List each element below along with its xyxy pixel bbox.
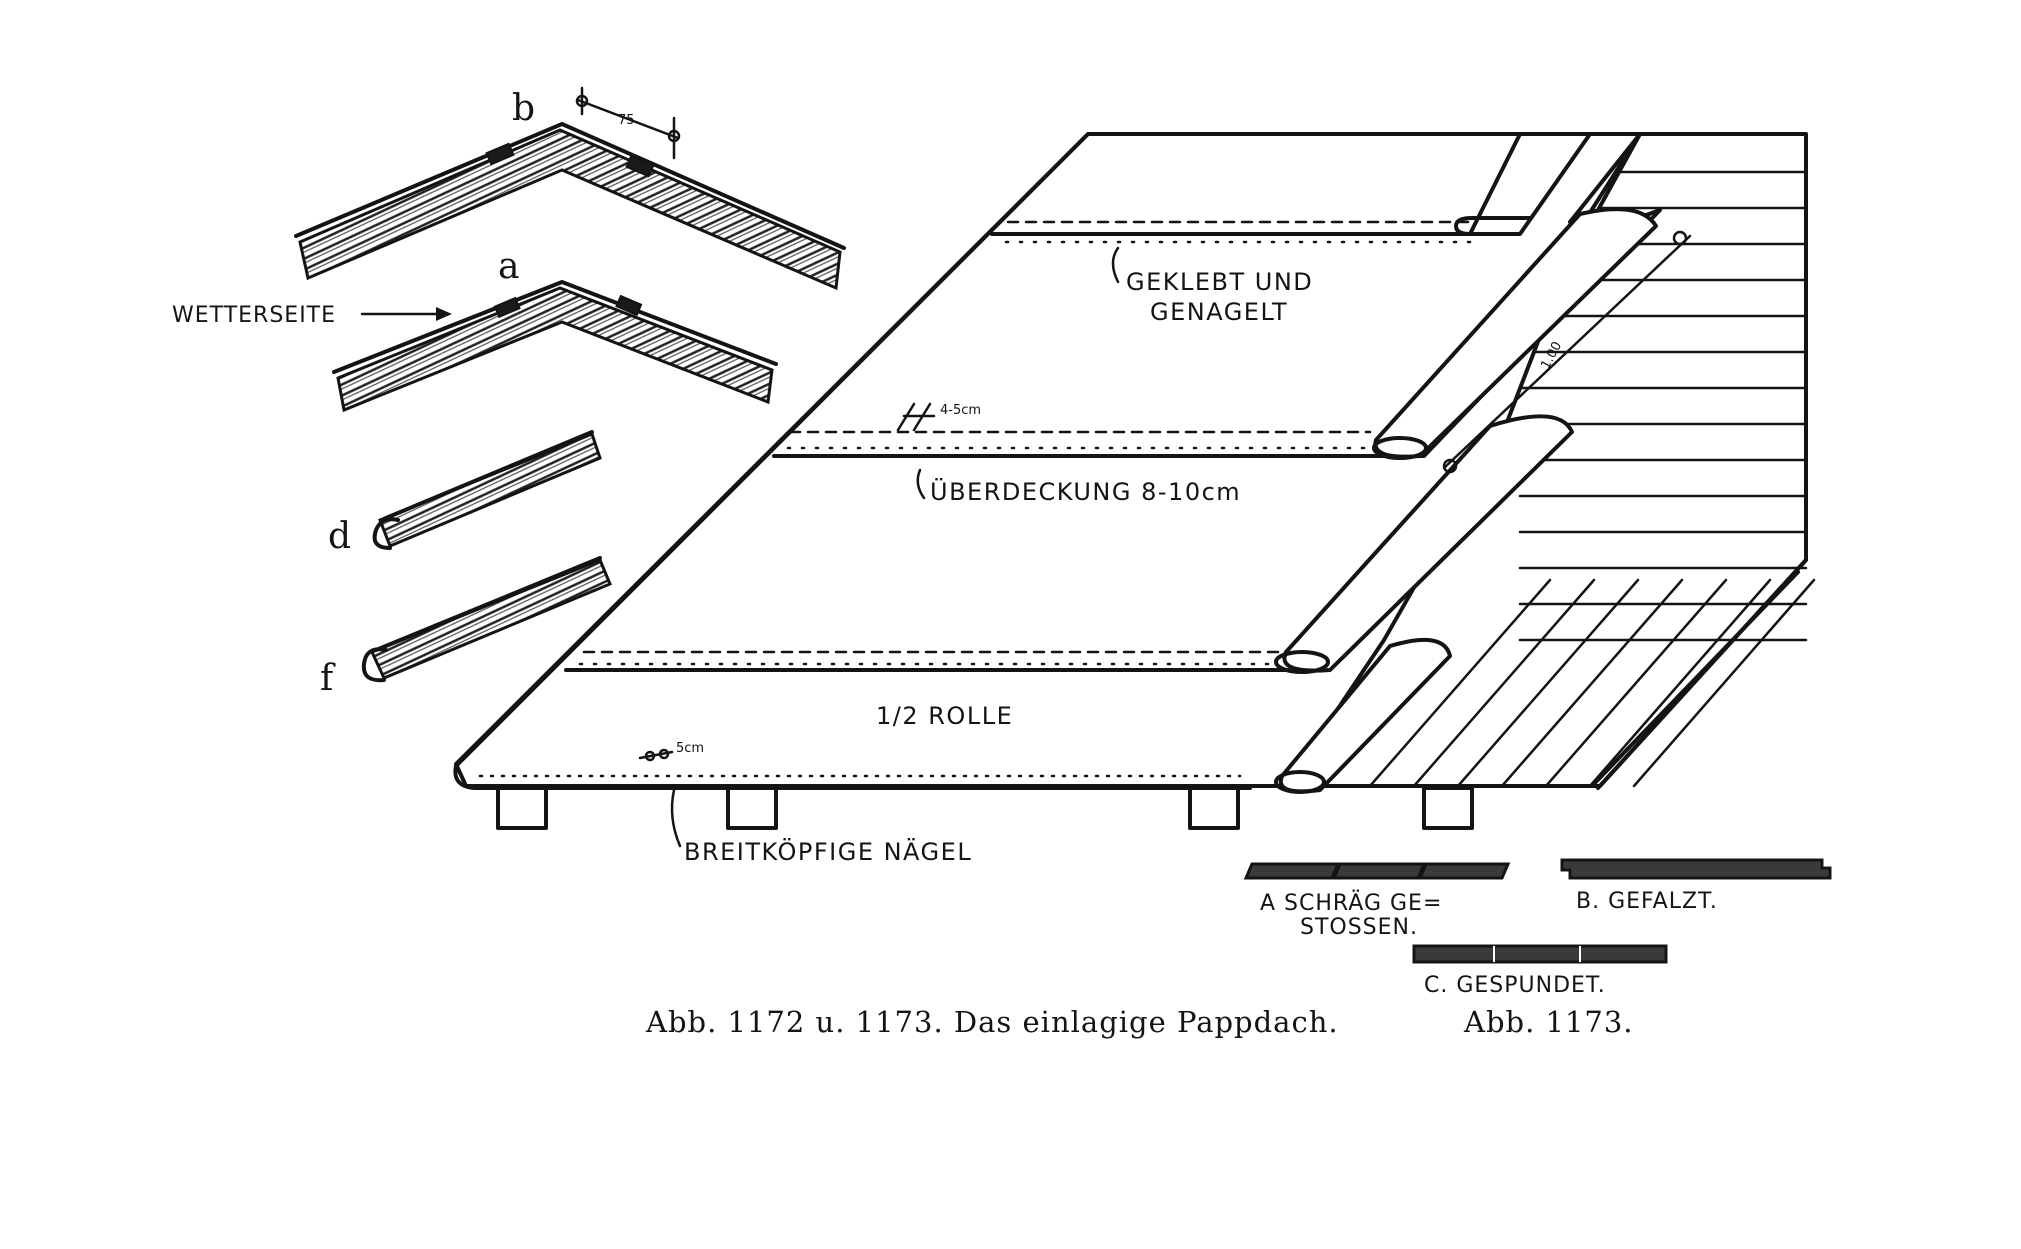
label-c-gespundet: C. GESPUNDET. [1424, 973, 1606, 998]
deck-board-line [1412, 578, 1596, 788]
deck-board-line [1544, 578, 1728, 788]
dimension-5cm: 5cm [638, 741, 704, 762]
figure-caption: Abb. 1172 u. 1173. Das einlagige Pappdac… [645, 1005, 1339, 1039]
detail-a-ridge: a [332, 246, 778, 413]
label-a-schraeg-1: A SCHRÄG GE= [1260, 890, 1442, 916]
halbe-rolle-label: 1/2 ROLLE [876, 702, 1013, 730]
felt-rolls [1274, 132, 1662, 794]
label-a: a [498, 246, 519, 287]
label-b-gefalzt: B. GEFALZT. [1576, 889, 1718, 914]
label-f: f [320, 658, 336, 699]
geklebt-label-2: GENAGELT [1150, 298, 1288, 326]
joint-b-gefalzt: B. GEFALZT. [1560, 858, 1832, 914]
weather-side-pointer: WETTERSEITE [172, 303, 452, 328]
dimension-4-5cm: 4-5cm [896, 402, 981, 432]
svg-text:75: 75 [618, 113, 635, 128]
main-labels: GEKLEBT UND GENAGELT 4-5cm ÜBERDECKUNG 8… [638, 246, 1313, 866]
label-b: b [512, 88, 535, 129]
nagel-label: BREITKÖPFIGE NÄGEL [684, 837, 972, 866]
detail-b-ridge: 75 b [294, 86, 846, 291]
svg-text:4-5cm: 4-5cm [940, 403, 981, 418]
label-a-schraeg-2: STOSSEN. [1300, 915, 1418, 940]
geklebt-label-1: GEKLEBT UND [1126, 268, 1313, 296]
svg-text:5cm: 5cm [676, 741, 704, 756]
deck-board-line [1588, 578, 1772, 788]
deck-boards [1368, 170, 1816, 788]
figure-caption-right: Abb. 1173. [1463, 1005, 1634, 1039]
deck-board-line [1500, 578, 1684, 788]
label-d: d [328, 516, 351, 557]
joint-c-gespundet: C. GESPUNDET. [1412, 944, 1668, 998]
dimension-75: 75 [575, 86, 681, 160]
joint-a-schraeg: A SCHRÄG GE= STOSSEN. [1243, 862, 1511, 940]
deck-board-line [1632, 578, 1816, 788]
deck-board-line [1456, 578, 1640, 788]
detail-d-edge: d [328, 430, 602, 557]
wetterseite-label: WETTERSEITE [172, 303, 336, 328]
uberdeckung-label: ÜBERDECKUNG 8-10cm [930, 477, 1241, 506]
deck-board-line [1368, 578, 1552, 788]
rafters [496, 786, 1474, 830]
joint-types: A SCHRÄG GE= STOSSEN. B. GEFALZT. C. GES… [1243, 858, 1832, 998]
detail-f-edge: f [320, 556, 612, 699]
